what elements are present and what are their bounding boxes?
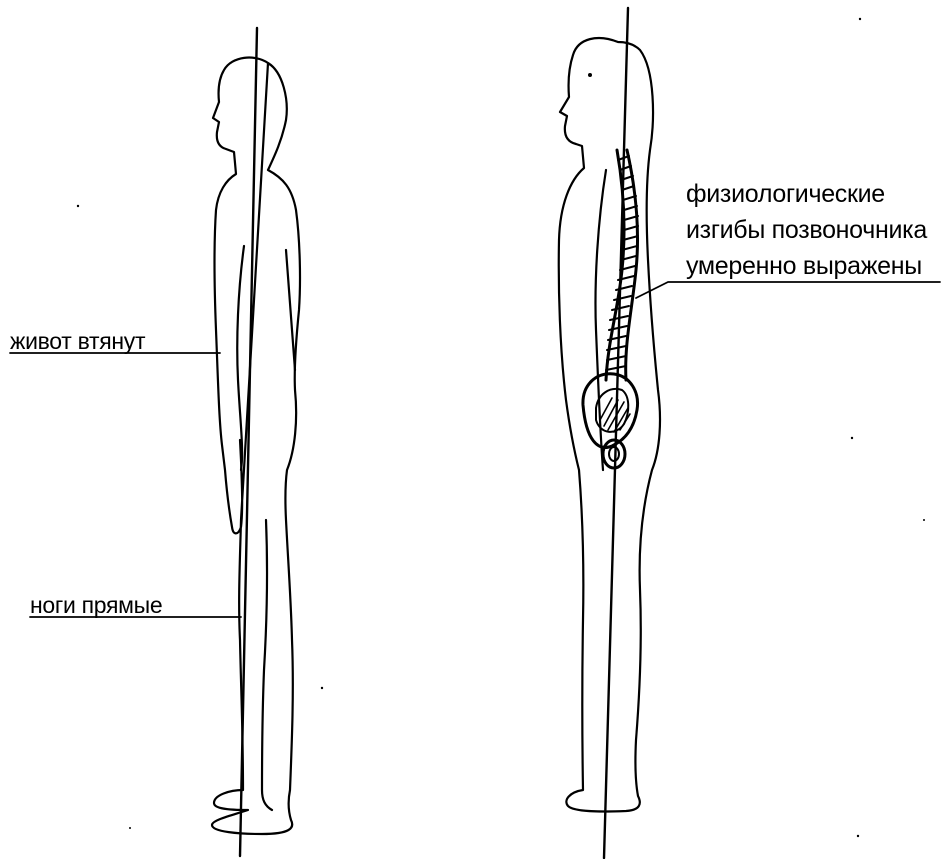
left-figure-arm — [237, 246, 244, 470]
left-figure-outline — [212, 58, 300, 834]
spine-label-line-3: умеренно выражены — [686, 248, 927, 284]
right-plumb-line — [604, 8, 628, 858]
spine-label-line-1: физиологические — [686, 176, 927, 212]
left-figure-back-line — [286, 250, 295, 370]
hip-joint-inner — [609, 447, 619, 461]
spine-outline-back — [626, 150, 638, 380]
pelvis-outline — [583, 374, 638, 448]
scan-specks — [77, 18, 925, 837]
spine-curves-label: физиологические изгибы позвоночника умер… — [686, 176, 927, 284]
spine-leader-line — [636, 282, 940, 298]
spine-label-line-2: изгибы позвоночника — [686, 212, 927, 248]
left-figure-leg-back — [262, 520, 272, 810]
belly-label: живот втянут — [10, 330, 145, 353]
left-figure — [212, 58, 300, 834]
legs-label: ноги прямые — [30, 594, 162, 617]
